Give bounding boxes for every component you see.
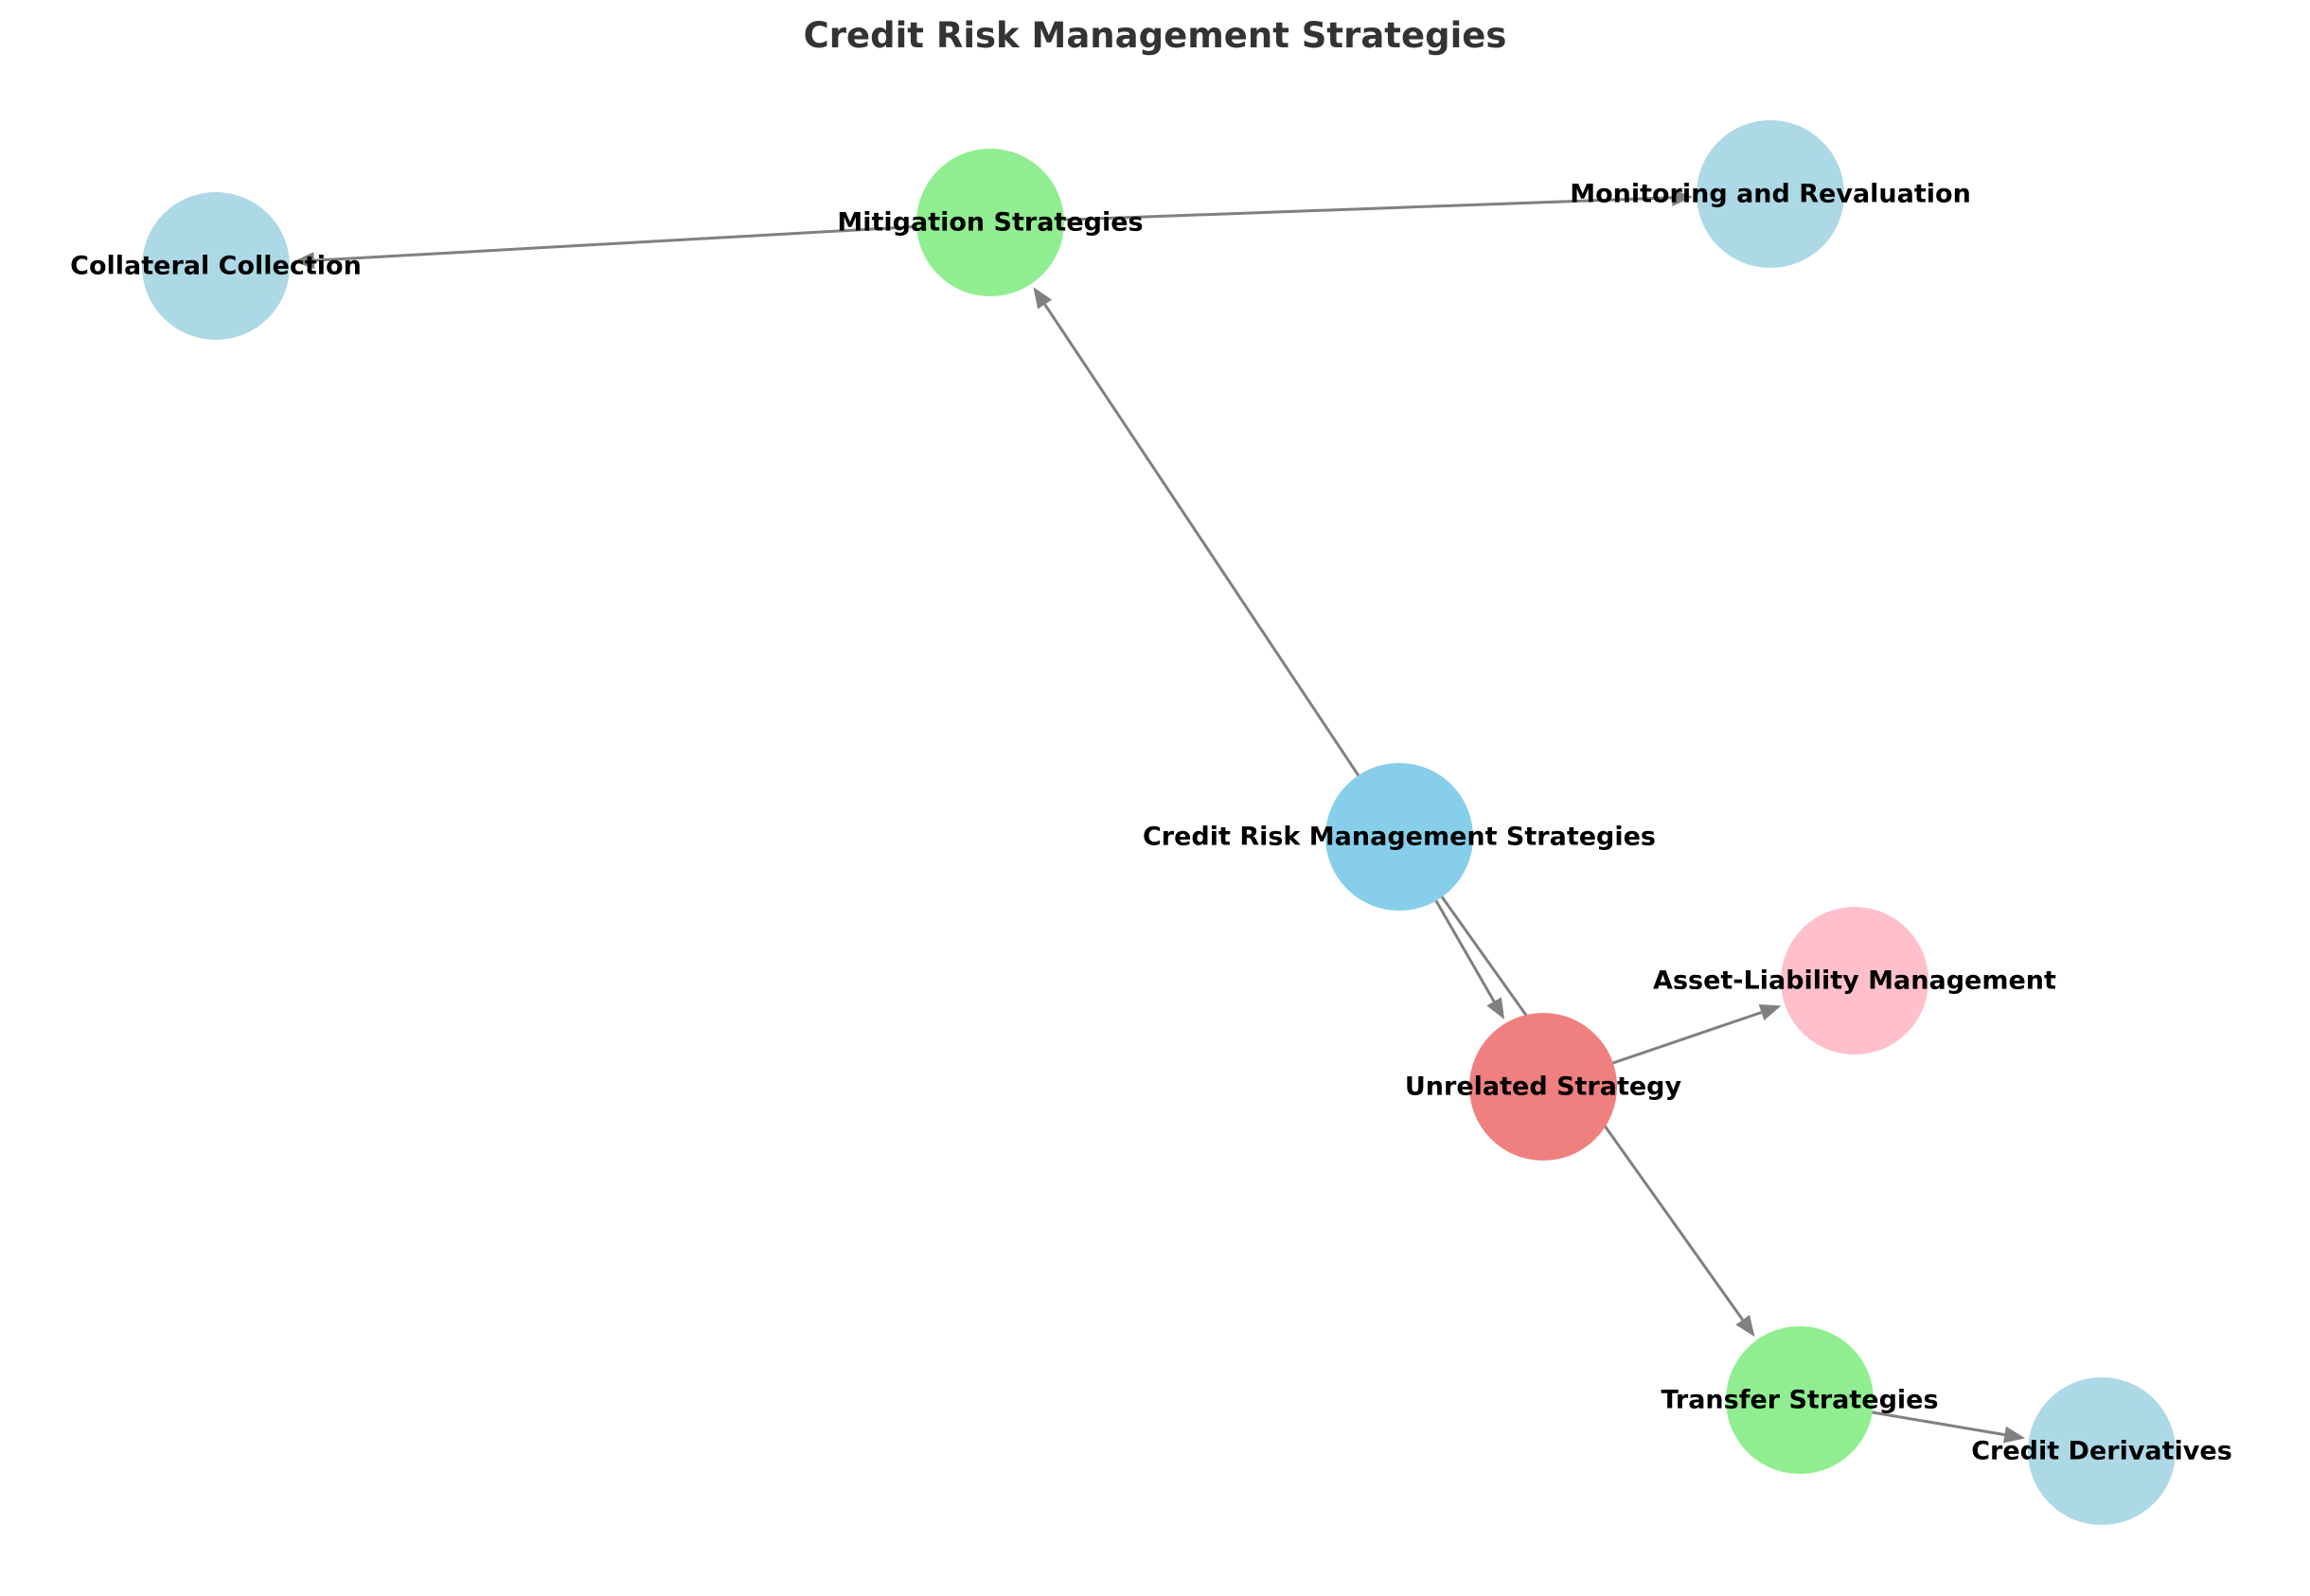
edge-line	[1868, 1410, 2005, 1437]
node-mitigation	[916, 149, 1064, 296]
node-monitoring	[1697, 120, 1844, 268]
label-layer: Credit Risk Management Strategies Mitigat…	[70, 180, 2232, 1466]
arrowhead-icon	[1671, 188, 1694, 206]
arrowhead-icon	[1033, 287, 1053, 310]
edge-unrelated-to-alm	[1608, 1003, 1782, 1066]
node-root	[1325, 763, 1473, 911]
diagram-title: Credit Risk Management Strategies	[804, 15, 1507, 56]
edge-mitigation-to-monitoring	[1059, 188, 1694, 222]
arrowhead-icon	[2002, 1426, 2026, 1444]
arrowhead-icon	[293, 252, 315, 270]
node-transfer	[1726, 1326, 1874, 1474]
edge-layer	[293, 188, 2026, 1444]
node-derivatives	[2028, 1377, 2176, 1525]
node-label-derivatives: Credit Derivatives	[1971, 1437, 2232, 1466]
arrowhead-icon	[1735, 1315, 1755, 1338]
node-label-transfer: Transfer Strategies	[1661, 1386, 1938, 1415]
node-label-unrelated: Unrelated Strategy	[1405, 1073, 1682, 1102]
edge-transfer-to-derivatives	[1868, 1410, 2026, 1444]
node-label-mitigation: Mitigation Strategies	[837, 208, 1143, 238]
edge-mitigation-to-collateral	[293, 224, 921, 270]
edge-line	[1432, 896, 1496, 1002]
edge-line	[1608, 1011, 1763, 1066]
node-collateral	[142, 192, 290, 340]
node-unrelated	[1469, 1013, 1617, 1161]
edge-root-to-unrelated	[1432, 896, 1505, 1020]
edge-line	[313, 224, 921, 262]
edge-line	[1043, 303, 1362, 780]
edge-root-to-mitigation	[1033, 287, 1362, 780]
node-label-monitoring: Monitoring and Revaluation	[1570, 180, 1971, 209]
node-label-collateral: Collateral Collection	[70, 252, 362, 281]
edge-line	[1059, 196, 1673, 222]
node-label-root: Credit Risk Management Strategies	[1143, 823, 1656, 852]
node-label-alm: Asset-Liability Management	[1653, 966, 2056, 996]
node-alm	[1781, 907, 1928, 1055]
arrowhead-icon	[1758, 1003, 1782, 1021]
node-layer	[142, 120, 2176, 1525]
arrowhead-icon	[1486, 997, 1505, 1020]
